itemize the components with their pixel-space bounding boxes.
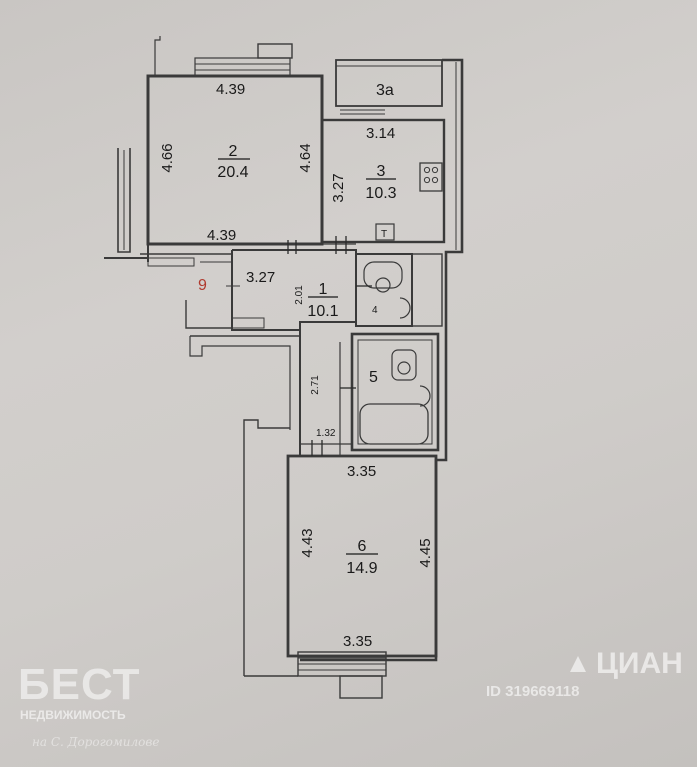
room-2-window: [194, 57, 291, 77]
cian-listing-id: ID 319669118: [486, 683, 580, 700]
room-4-outline: [355, 253, 413, 327]
room-9-number: 9: [198, 277, 207, 294]
room-5-number: 5: [369, 369, 378, 386]
room-3a-number: 3a: [376, 82, 394, 99]
room-3-number: 3: [377, 163, 386, 180]
room-4-number: 4: [372, 305, 378, 316]
room-3-outline: [320, 118, 446, 244]
dim-room-6-right: 4.45: [417, 538, 434, 567]
dim-room-2-right: 4.64: [297, 143, 314, 172]
dim-room-6-left: 4.43: [299, 528, 316, 557]
ventilation-label: T: [381, 229, 387, 240]
room-3a-outline: [335, 59, 443, 107]
dim-corridor-left: 2.71: [310, 375, 321, 395]
door-marks: [287, 236, 372, 456]
dim-room-3-top: 3.14: [366, 125, 395, 142]
room-2-area: 20.4: [217, 164, 248, 181]
dim-hall-top: 3.27: [246, 269, 275, 286]
best-watermark-script: на С. Дорогомилове: [32, 735, 160, 749]
room-6-outline: [286, 454, 438, 658]
best-watermark-subtitle: НЕДВИЖИМОСТЬ: [20, 708, 126, 722]
room-6-number: 6: [358, 538, 367, 555]
stove-icon: [419, 162, 443, 192]
walls: [104, 36, 464, 699]
room-9-outline: [140, 253, 233, 329]
room-3-area: 10.3: [365, 185, 396, 202]
dim-room-2-left: 4.66: [159, 143, 176, 172]
room-5-outline: [350, 332, 440, 452]
room-1-number: 1: [319, 281, 328, 298]
best-watermark-logo: БЕСТ: [18, 660, 141, 709]
dim-corridor-small: 1.32: [316, 428, 336, 439]
room-1-area: 10.1: [307, 303, 338, 320]
dim-room-2-top: 4.39: [216, 81, 245, 98]
room-2-number: 2: [229, 143, 238, 160]
room-1-outline: [231, 249, 357, 331]
bathtub-icon: [359, 403, 429, 445]
ventilation-icon: [375, 223, 395, 241]
dim-room-6-top: 3.35: [347, 463, 376, 480]
dim-hall-left: 2.01: [294, 285, 305, 305]
cian-watermark: ЦИАН: [596, 647, 683, 680]
dim-room-3-left: 3.27: [330, 173, 347, 202]
room-6-area: 14.9: [346, 560, 377, 577]
left-balcony: [117, 148, 131, 253]
dim-room-6-bottom: 3.35: [343, 633, 372, 650]
cian-logo-icon: [570, 656, 586, 672]
dim-room-2-bottom: 4.39: [207, 227, 236, 244]
